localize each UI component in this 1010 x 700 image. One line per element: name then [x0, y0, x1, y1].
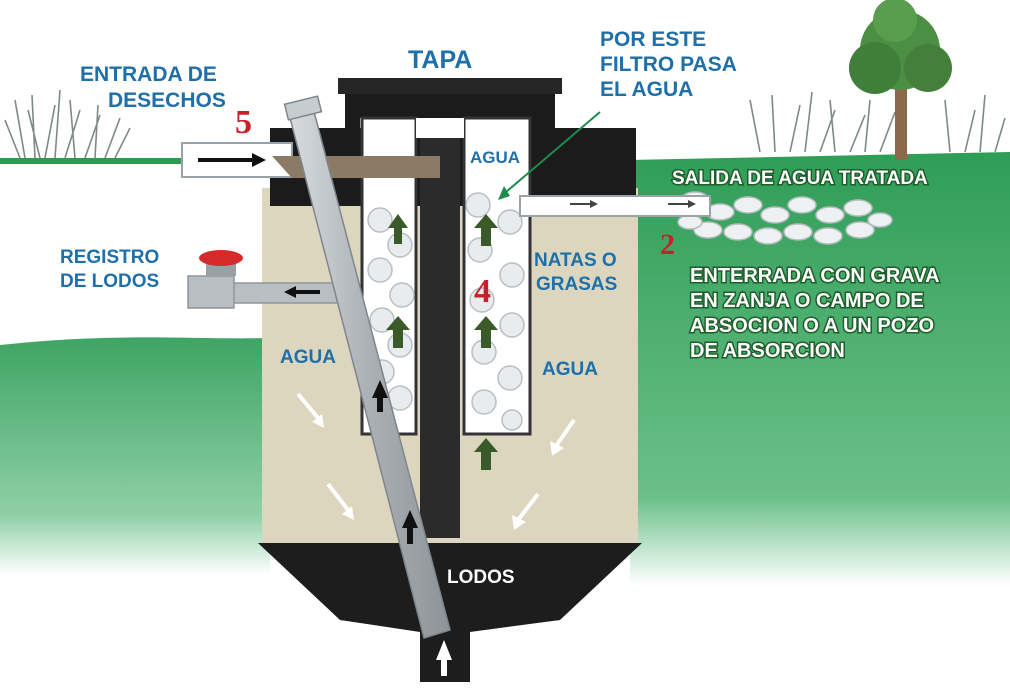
label-filtro-3: EL AGUA	[600, 78, 693, 101]
tree-trunk	[895, 80, 907, 160]
labels: TAPA ENTRADA DE DESECHOS POR ESTE FILTRO…	[60, 28, 941, 588]
label-enterrada-4: DE ABSORCION	[690, 340, 845, 362]
label-filtro-1: POR ESTE	[600, 28, 706, 51]
label-agua-right: AGUA	[542, 359, 598, 380]
soil-right	[630, 152, 1010, 585]
step-number-4: 4	[474, 273, 491, 310]
grass-right	[749, 91, 1006, 153]
label-agua-left: AGUA	[280, 347, 336, 368]
register-valve-body	[187, 275, 235, 309]
label-registro-2: DE LODOS	[60, 271, 159, 292]
valve-handle	[199, 250, 243, 266]
central-divider	[420, 138, 460, 538]
step-number-2: 2	[660, 228, 675, 261]
filter-gravel	[367, 192, 525, 431]
label-agua-top: AGUA	[470, 148, 520, 167]
label-natas-2: GRASAS	[536, 274, 617, 295]
sludge-zone	[258, 543, 642, 630]
step-number-5: 5	[235, 104, 252, 141]
label-entrada-1: ENTRADA DE	[80, 63, 217, 86]
label-lodos: LODOS	[447, 567, 515, 588]
bottom-up-arrow	[436, 640, 452, 676]
lid-top	[338, 78, 562, 94]
label-enterrada-2: EN ZANJA O CAMPO DE	[690, 290, 924, 312]
upflow-arrows	[386, 214, 498, 470]
label-salida: SALIDA DE AGUA TRATADA	[672, 168, 928, 189]
down-arrows	[296, 392, 576, 530]
label-tapa: TAPA	[408, 46, 472, 74]
pipe-up-arrows	[372, 380, 418, 544]
label-enterrada-1: ENTERRADA CON GRAVA	[690, 265, 940, 287]
inlet-channel	[272, 156, 440, 178]
soil-left	[0, 337, 270, 575]
tree	[849, 0, 952, 160]
ground-line-left	[0, 158, 290, 164]
label-registro-1: REGISTRO	[60, 247, 159, 268]
label-filtro-2: FILTRO PASA	[600, 53, 737, 76]
tank-bottom-outlet	[340, 620, 560, 682]
filter-pointer-line	[505, 111, 601, 193]
label-entrada-2: DESECHOS	[108, 89, 226, 112]
ground	[0, 152, 1010, 585]
flow-arrows	[198, 111, 696, 676]
label-enterrada-3: ABSOCION O A UN POZO	[690, 315, 934, 337]
outlet-pipe	[519, 195, 711, 217]
grass-left	[4, 89, 131, 159]
label-natas-1: NATAS O	[534, 250, 617, 271]
